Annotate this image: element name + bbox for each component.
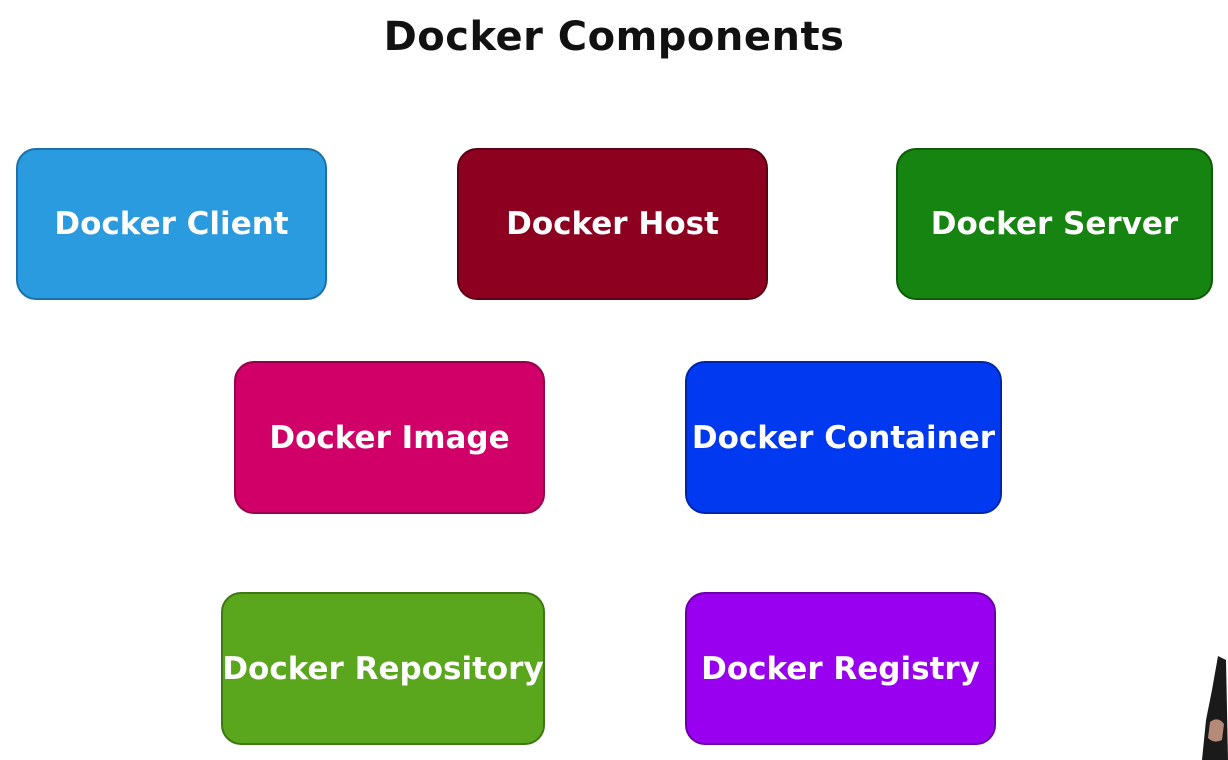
docker-registry-label: Docker Registry [701,650,980,687]
docker-server-box: Docker Server [896,148,1213,300]
docker-server-label: Docker Server [930,206,1179,242]
docker-image-label: Docker Image [269,419,510,456]
docker-registry-box: Docker Registry [685,592,996,745]
docker-client-label: Docker Client [54,206,289,242]
docker-host-box: Docker Host [457,148,768,300]
docker-container-box: Docker Container [685,361,1002,514]
presenter-silhouette-icon [1202,656,1228,760]
docker-container-label: Docker Container [691,419,996,456]
page-title: Docker Components [383,14,845,60]
docker-repository-box: Docker Repository [221,592,545,745]
docker-client-box: Docker Client [16,148,327,300]
docker-repository-label: Docker Repository [222,650,544,687]
docker-image-box: Docker Image [234,361,545,514]
docker-host-label: Docker Host [506,206,719,242]
